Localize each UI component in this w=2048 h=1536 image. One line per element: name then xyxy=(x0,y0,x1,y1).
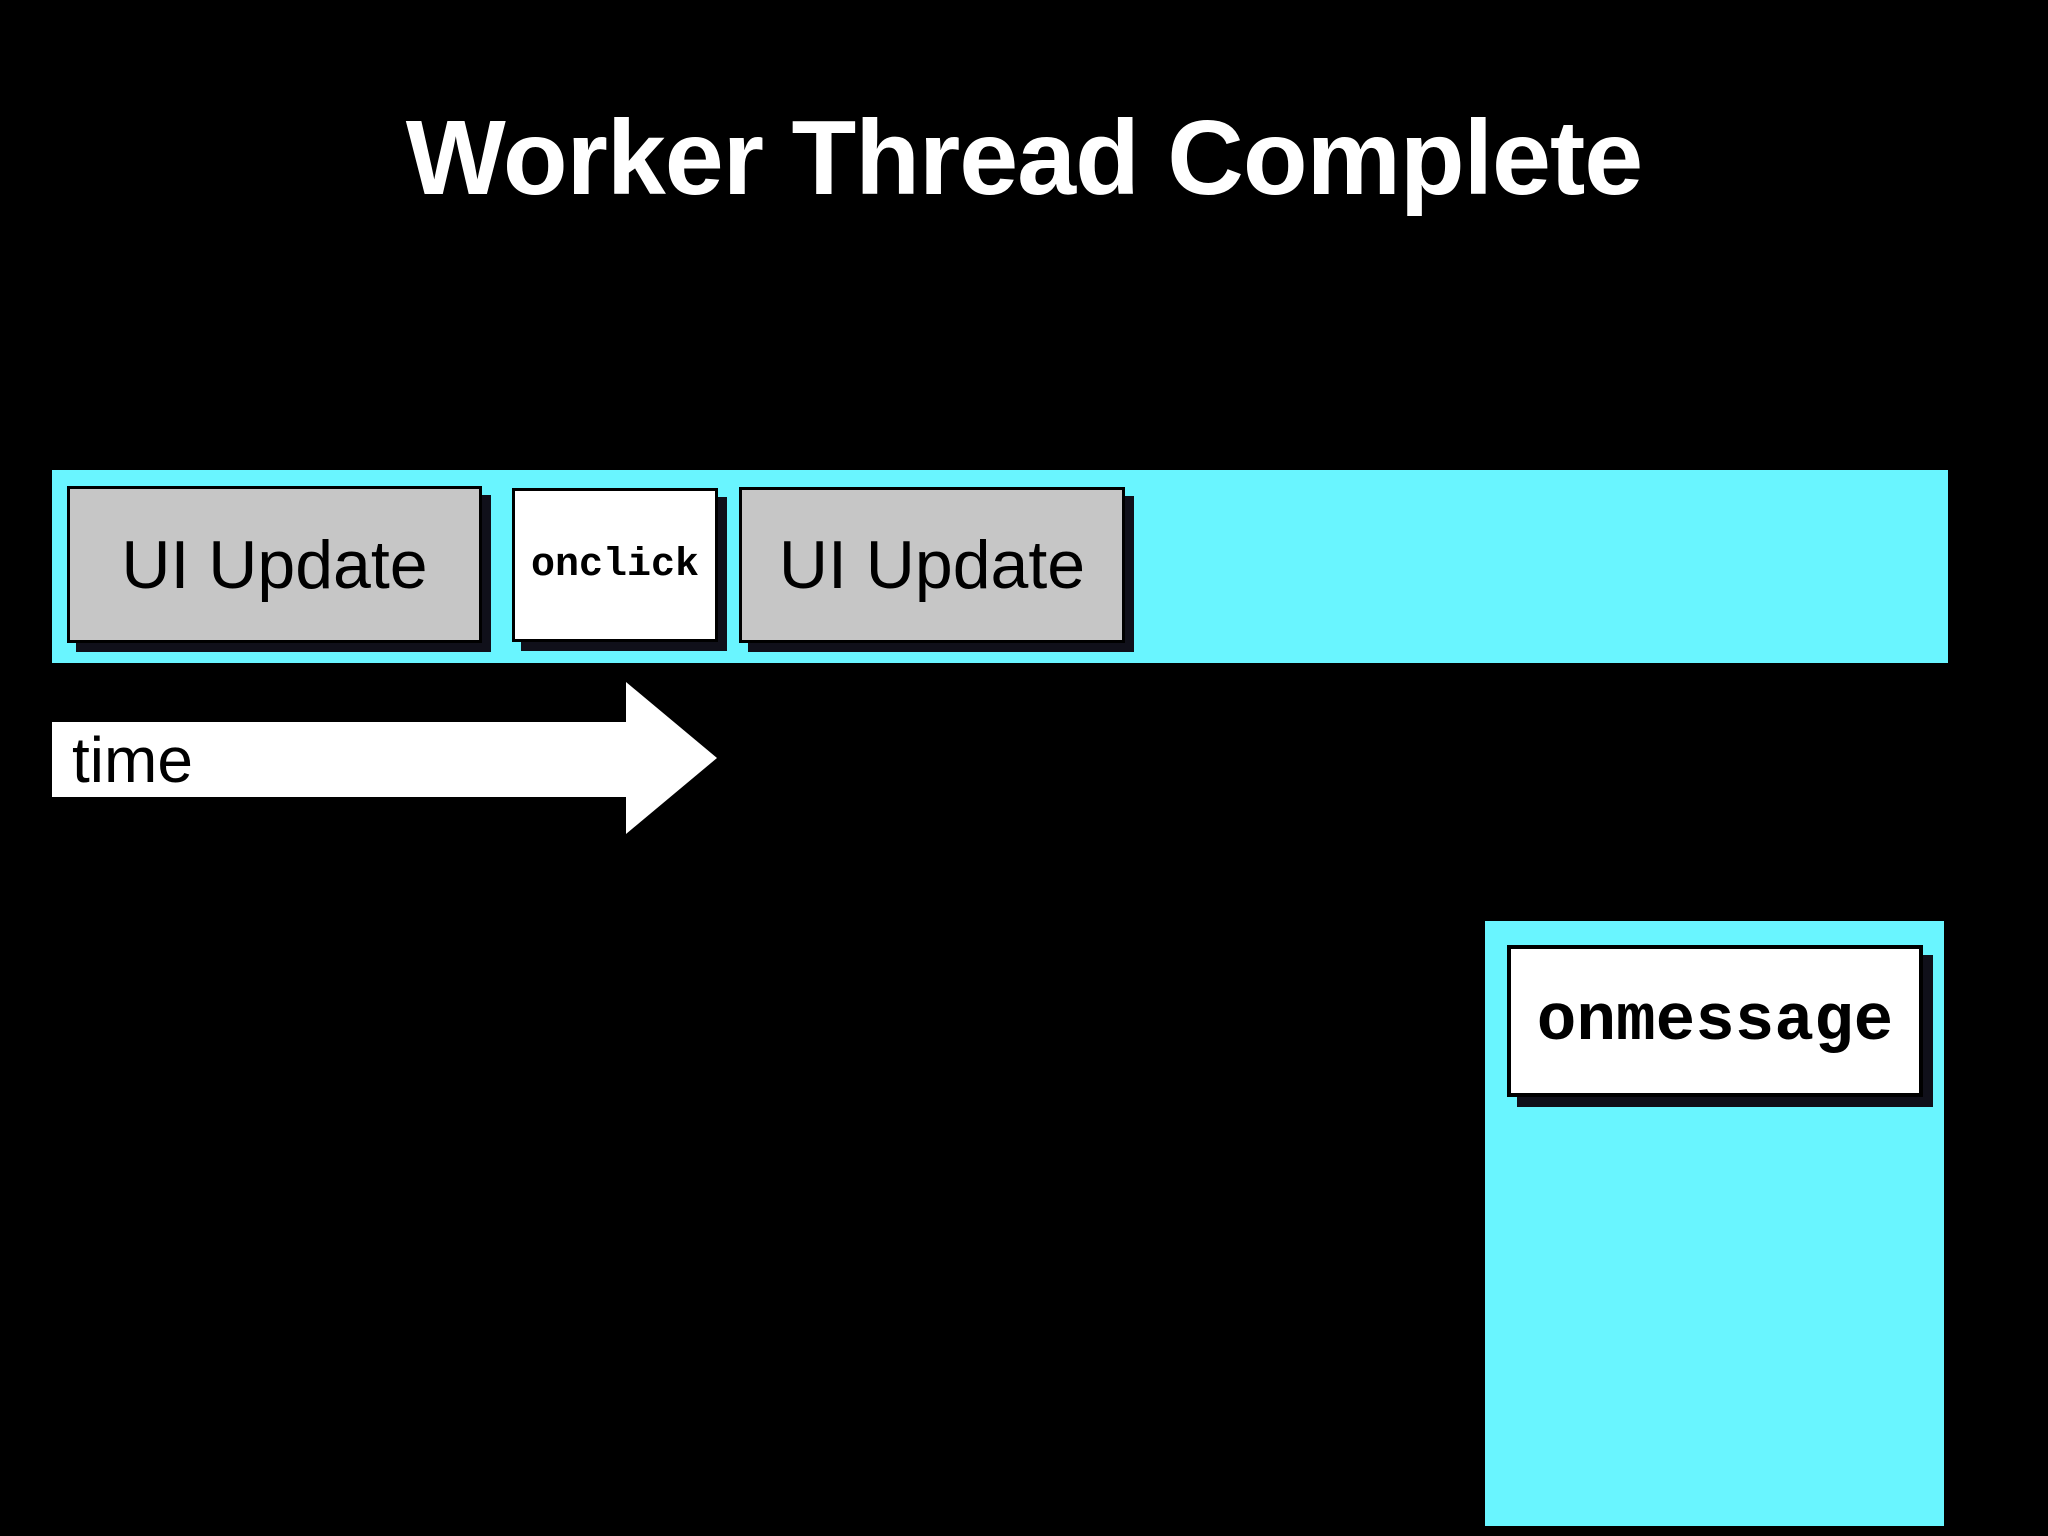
time-arrow-shaft: time xyxy=(52,722,626,797)
worker-thread-panel: onmessage xyxy=(1485,921,1944,1526)
ui-update-box-2: UI Update xyxy=(739,487,1125,643)
time-arrow: time xyxy=(52,682,717,834)
main-thread-bar: UI Update onclick UI Update xyxy=(52,470,1948,663)
onmessage-box: onmessage xyxy=(1507,945,1923,1097)
ui-update-box-1: UI Update xyxy=(67,486,482,643)
slide-title: Worker Thread Complete xyxy=(405,99,1644,217)
onclick-box: onclick xyxy=(512,488,718,642)
time-arrow-head-icon xyxy=(626,682,717,834)
